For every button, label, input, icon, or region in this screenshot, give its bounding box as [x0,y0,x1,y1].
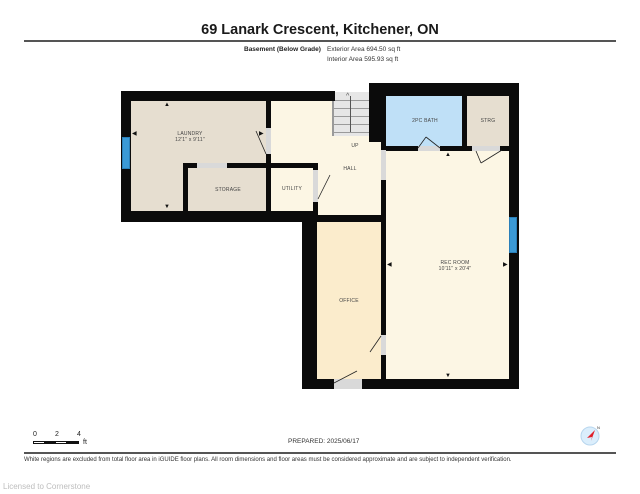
door-strg [472,146,500,151]
office-room [317,222,381,380]
wall [381,142,386,150]
interior-area: Interior Area 595.93 sq ft [327,56,399,63]
arrow-icon: ▶ [503,262,508,268]
wall [302,215,386,222]
strg-label: STRG [480,118,496,124]
stairs: ^ [332,92,369,136]
room-name: REC ROOM [440,260,470,266]
wall [362,379,519,389]
page-title: 69 Lanark Crescent, Kitchener, ON [201,22,439,38]
strg-room [467,96,509,146]
storage-room [188,168,267,212]
compass-icon: N [580,425,600,446]
door-office-rec [381,335,386,355]
wall [381,355,386,380]
header-divider [24,40,616,42]
door-hall-rec [381,150,386,180]
arrow-icon: ◀ [132,131,137,137]
wall [369,83,519,96]
utility-label: UTILITY [281,186,302,192]
arrow-icon: ▶ [259,131,264,137]
wall [302,211,317,389]
svg-text:N: N [597,425,600,430]
scale-tick-4: 4 [77,431,81,438]
office-label: OFFICE [339,298,359,304]
room-name: LAUNDRY [177,131,203,137]
arrow-icon: ▲ [164,102,170,108]
wall [121,91,335,101]
stairs-up-label: UP [351,143,359,149]
bath-label: 2PC BATH [412,118,438,124]
wall [302,379,334,389]
window-rec [509,217,517,253]
scale-unit: ft [83,439,87,446]
wall [440,146,472,151]
wall [381,146,418,151]
storage-label: STORAGE [215,187,241,193]
floor-label: Basement (Below Grade) [244,46,321,53]
rec-room-label: REC ROOM 10'11" x 20'4" [420,260,490,272]
wall [183,163,315,168]
license-watermark: Licensed to Cornerstone [3,482,91,491]
wall [462,96,467,146]
wall [266,154,271,212]
prepared-date: PREPARED: 2025/06/17 [288,438,360,445]
laundry-label: LAUNDRY 12'1" x 9'11" [160,131,220,143]
wall [266,98,271,128]
door-storage [197,163,227,168]
arrow-icon: ▼ [164,204,170,210]
wall [369,83,386,142]
stairs-up-arrow-icon: ^ [346,93,350,100]
scale-tick-2: 2 [55,431,59,438]
rec-room [386,151,510,380]
bath-room [386,96,463,146]
exterior-area: Exterior Area 694.50 sq ft [327,46,401,53]
door-utility [313,170,318,202]
door-bath [418,146,440,151]
window-laundry [122,137,130,169]
room-dims: 12'1" x 9'11" [175,137,205,143]
arrow-icon: ▼ [445,373,451,379]
room-dims: 10'11" x 20'4" [438,266,472,272]
footer-divider [24,452,616,454]
scale-tick-0: 0 [33,431,37,438]
arrow-icon: ◀ [387,262,392,268]
hall-label: HALL [343,166,357,172]
wall [183,163,188,212]
arrow-icon: ▲ [445,152,451,158]
wall [381,180,386,335]
door-exterior-office [334,379,362,389]
wall [121,211,317,222]
door-laundry [266,128,271,154]
wall [500,146,510,151]
wall [313,163,318,170]
disclaimer: White regions are excluded from total fl… [24,457,512,463]
